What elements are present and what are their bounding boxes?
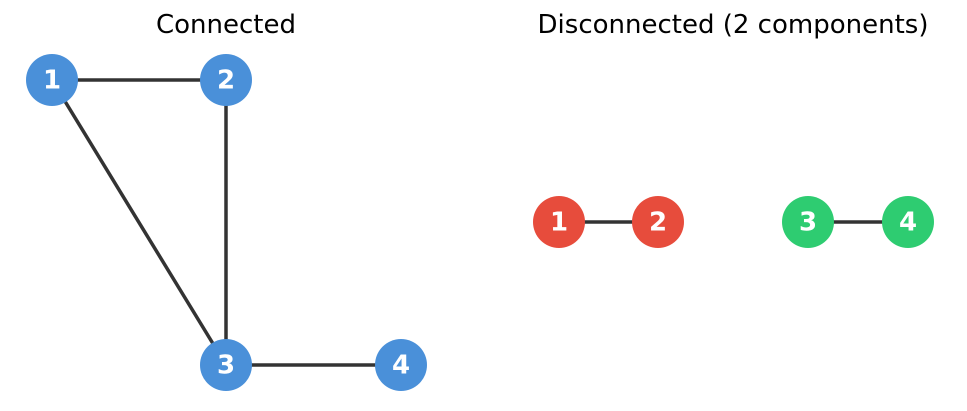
connected-node-3 <box>200 339 252 391</box>
connected-node-2 <box>200 54 252 106</box>
disconnected-node-label-4: 4 <box>899 208 917 238</box>
connected-node-label-3: 3 <box>217 351 235 381</box>
disconnected-node-label-2: 2 <box>649 208 667 238</box>
disconnected-node-2 <box>632 196 684 248</box>
connected-graph-title: Connected <box>155 10 297 40</box>
disconnected-graph-title: Disconnected (2 components) <box>537 10 929 40</box>
connected-node-label-4: 4 <box>392 351 410 381</box>
connected-node-label-2: 2 <box>217 66 235 96</box>
connected-node-1 <box>26 54 78 106</box>
connected-node-label-1: 1 <box>43 66 61 96</box>
connected-graph-nodes: 1 2 3 4 <box>26 54 427 391</box>
connected-node-4 <box>375 339 427 391</box>
connected-edge-1-3 <box>50 79 228 366</box>
disconnected-node-label-3: 3 <box>799 208 817 238</box>
disconnected-node-1 <box>533 196 585 248</box>
disconnected-node-4 <box>882 196 934 248</box>
disconnected-node-3 <box>782 196 834 248</box>
disconnected-node-label-1: 1 <box>550 208 568 238</box>
disconnected-graph-nodes: 1 2 3 4 <box>533 196 934 248</box>
connected-graph-edges <box>50 78 401 367</box>
